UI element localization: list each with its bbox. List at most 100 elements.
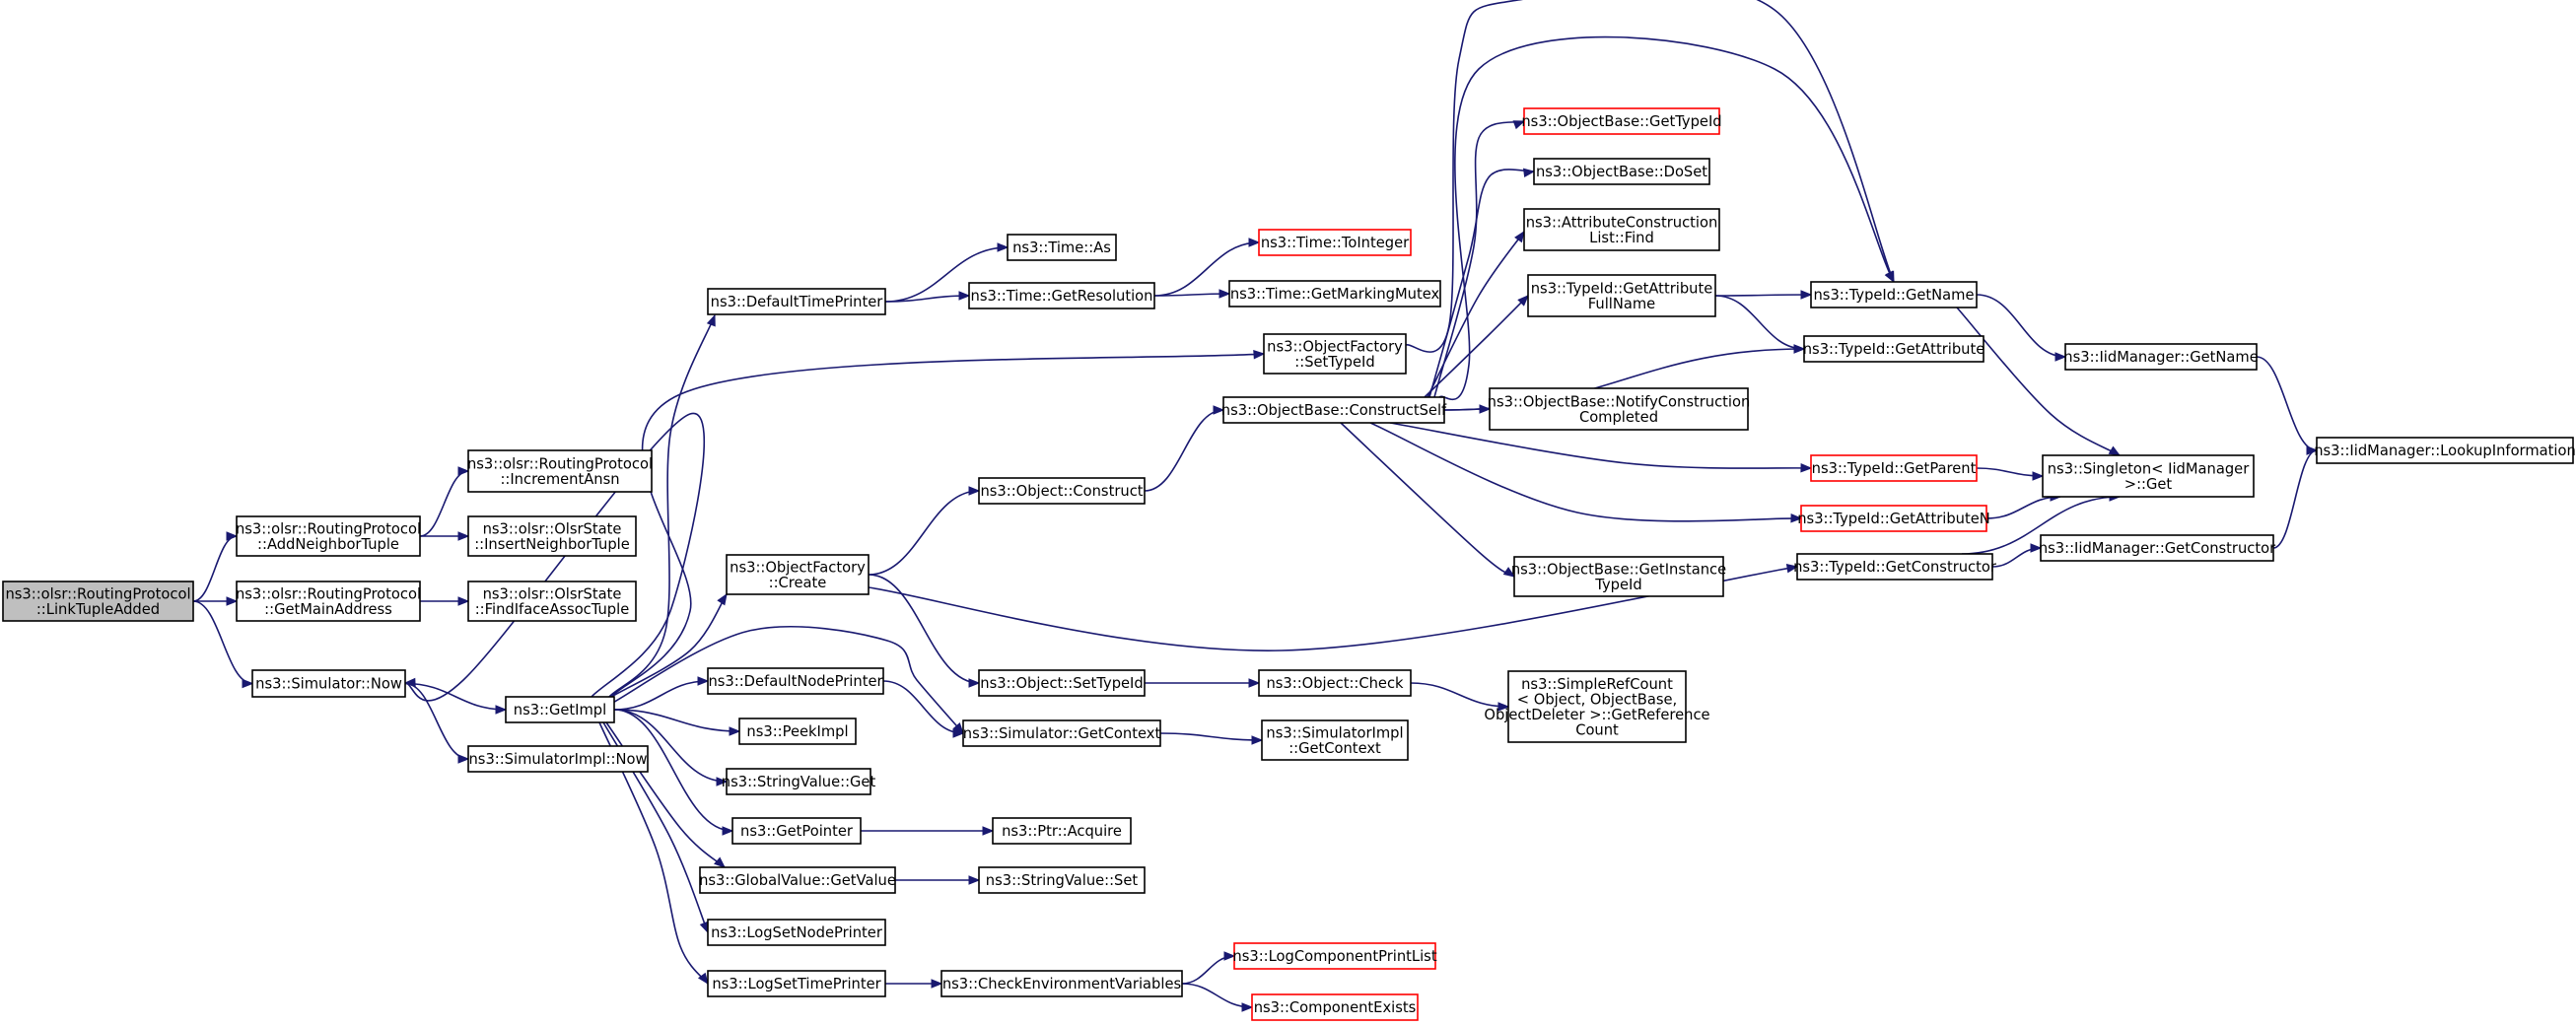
arrowhead [1213,405,1225,415]
node-svSet[interactable]: ns3::StringValue::Set [978,866,1146,894]
node-obNCC[interactable]: ns3::ObjectBase::NotifyConstructionCompl… [1488,387,1751,431]
edge-getImpl-to-defTP [608,313,716,698]
node-incAnsn[interactable]: ns3::olsr::RoutingProtocol::IncrementAns… [467,449,653,493]
node-timeAs[interactable]: ns3::Time::As [1007,234,1117,261]
node-label-line: ns3::StringValue::Set [986,872,1139,889]
arrowhead [1785,564,1799,574]
node-logTP[interactable]: ns3::LogSetTimePrinter [707,970,886,997]
edge-line [605,721,726,868]
arrowhead [931,979,943,989]
node-srcGRC[interactable]: ns3::SimpleRefCount< Object, ObjectBase,… [1484,670,1710,743]
node-svGet[interactable]: ns3::StringValue::Get [722,768,876,795]
node-mutex[interactable]: ns3::Time::GetMarkingMutex [1228,280,1441,308]
node-ptrAcq[interactable]: ns3::Ptr::Acquire [992,817,1132,845]
node-box [1222,396,1445,424]
edge-line [1340,422,1515,578]
node-tidAttr[interactable]: ns3::TypeId::GetAttribute [1803,335,1985,363]
node-simImplNow[interactable]: ns3::SimulatorImpl::Now [467,745,649,773]
node-toInt[interactable]: ns3::Time::ToInteger [1258,229,1412,256]
node-box [707,970,886,997]
node-logCPL[interactable]: ns3::LogComponentPrintList [1232,942,1437,970]
node-label-line: ns3::Ptr::Acquire [1002,823,1122,840]
edge-line [192,535,238,602]
node-box [968,282,1155,309]
node-ofCreate[interactable]: ns3::ObjectFactory::Create [726,554,870,595]
node-tidName[interactable]: ns3::TypeId::GetName [1810,281,1978,308]
node-insNb[interactable]: ns3::olsr::OlsrState::InsertNeighborTupl… [467,515,637,557]
node-obCS[interactable]: ns3::ObjectBase::ConstructSelf [1221,396,1447,424]
node-findIface[interactable]: ns3::olsr::OlsrState::FindIfaceAssocTupl… [467,581,637,622]
node-logNP[interactable]: ns3::LogSetNodePrinter [707,919,886,946]
node-defNP[interactable]: ns3::DefaultNodePrinter [707,667,884,695]
node-box [1533,158,1710,185]
node-simImplCtx[interactable]: ns3::SimulatorImpl::GetContext [1261,719,1409,761]
arrowhead [697,972,709,986]
arrowhead [226,596,239,606]
node-objCheck[interactable]: ns3::Object::Check [1258,669,1412,697]
node-label-line: ns3::ComponentExists [1254,999,1417,1016]
node-simNow[interactable]: ns3::Simulator::Now [251,669,406,698]
node-box [236,581,421,622]
edge-getImpl-to-peek [613,709,741,736]
node-mainAddr[interactable]: ns3::olsr::RoutingProtocol::GetMainAddre… [236,581,421,622]
node-box [251,669,406,698]
node-iidName[interactable]: ns3::IidManager::GetName [2063,343,2259,371]
node-box [2040,534,2274,562]
node-timeRes[interactable]: ns3::Time::GetResolution [968,282,1155,309]
node-obGetTid[interactable]: ns3::ObjectBase::GetTypeId [1521,107,1722,135]
node-objConstruct[interactable]: ns3::Object::Construct [978,477,1146,505]
edge-obCS-to-obDoSet [1428,168,1536,398]
node-iidCtor[interactable]: ns3::IidManager::GetConstructor [2039,534,2276,562]
arrowhead [714,856,727,868]
node-tidAttrN[interactable]: ns3::TypeId::GetAttributeN [1797,505,1990,532]
node-defTP[interactable]: ns3::DefaultTimePrinter [707,288,886,315]
node-root[interactable]: ns3::olsr::RoutingProtocol::LinkTupleAdd… [2,581,194,622]
node-box [978,669,1146,697]
edge-line [613,709,740,732]
node-box [1523,208,1720,251]
edge-getImpl-to-getPtr [613,709,734,836]
node-getPtr[interactable]: ns3::GetPointer [731,817,862,845]
node-tidCtor[interactable]: ns3::TypeId::GetConstructor [1793,553,1997,581]
node-objSetTid[interactable]: ns3::Object::SetTypeId [978,669,1146,697]
node-tidParent[interactable]: ns3::TypeId::GetParent [1810,454,1978,482]
node-label-line: ::AddNeighborTuple [257,536,399,553]
edge-defTP-to-timeAs [884,242,1010,303]
edge-line [2256,356,2318,451]
edge-line [2272,449,2318,549]
node-gvGet[interactable]: ns3::GlobalValue::GetValue [699,866,896,894]
node-label-line: ::FindIfaceAssocTuple [475,601,630,618]
node-box [707,919,886,946]
node-lookup[interactable]: ns3::IidManager::LookupInformation [2314,437,2576,464]
arrowhead [958,291,971,301]
edge-obCS-to-tidName [1438,35,1895,401]
node-peek[interactable]: ns3::PeekImpl [738,718,857,745]
edge-line [608,626,964,734]
arrowhead [1479,404,1492,414]
node-compEx[interactable]: ns3::ComponentExists [1251,993,1419,1021]
node-label-line: ns3::CheckEnvironmentVariables [942,976,1181,992]
node-getImpl[interactable]: ns3::GetImpl [505,696,615,723]
edge-line [884,295,970,303]
edge-addNb-to-incAnsn [419,466,470,537]
node-label-line: ns3::ObjectBase::DoSet [1536,164,1707,180]
node-ofSetTid[interactable]: ns3::ObjectFactory::SetTypeId [1263,333,1407,375]
arrowhead [997,242,1010,252]
edge-getImpl-to-simCtx [608,626,964,735]
node-checkEnv[interactable]: ns3::CheckEnvironmentVariables [940,970,1183,997]
node-simCtx[interactable]: ns3::Simulator::GetContext [962,719,1161,747]
node-label-line: ns3::ObjectFactory [730,559,866,576]
edge-line [1433,120,1525,398]
edge-timeRes-to-toInt [1153,238,1261,297]
node-label-line: < Object, ObjectBase, [1517,691,1677,708]
edge-line [613,680,709,711]
node-singleton[interactable]: ns3::Singleton< IidManager >::Get [2042,454,2255,498]
node-box [1263,333,1407,375]
node-addNb[interactable]: ns3::olsr::RoutingProtocol::AddNeighborT… [236,515,421,557]
node-obDoSet[interactable]: ns3::ObjectBase::DoSet [1533,158,1710,185]
edge-getImpl-to-ofCreate [610,592,728,698]
edge-line [610,593,728,698]
